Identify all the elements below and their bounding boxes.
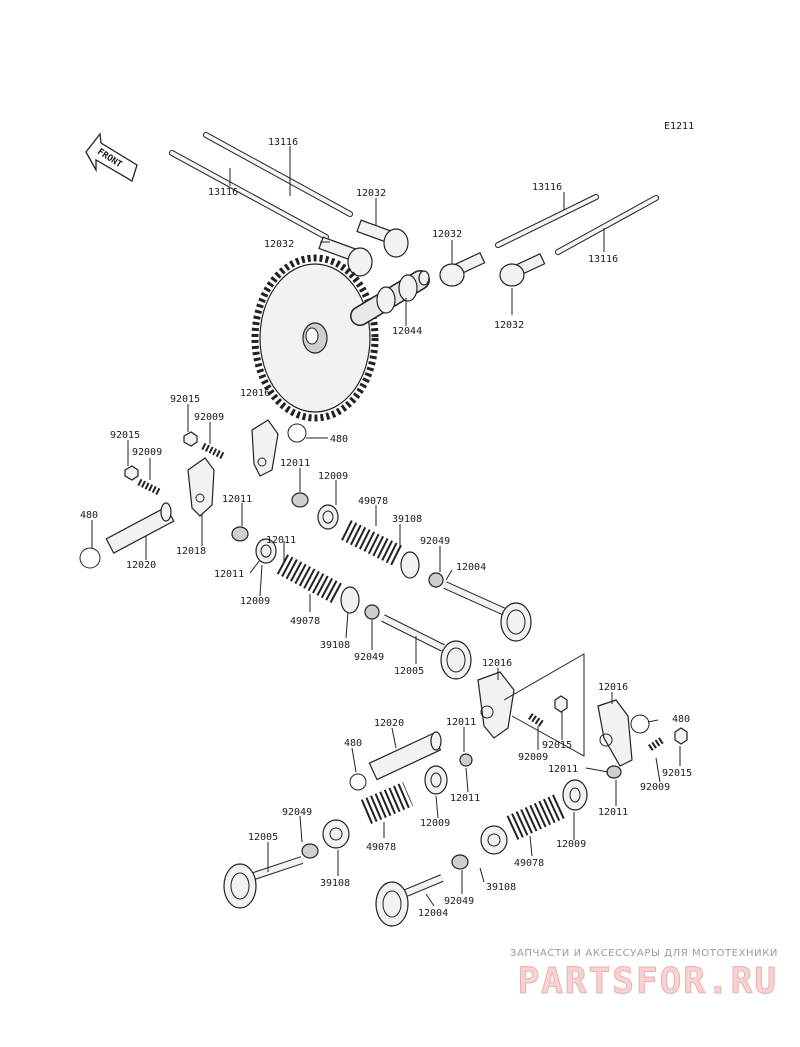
valve-train-lower — [223, 731, 588, 927]
callout-label: 92015 — [170, 394, 200, 405]
callout-label: 12011 — [214, 569, 244, 580]
callout-label: 12009 — [556, 839, 586, 850]
callout-label: 92015 — [542, 740, 572, 751]
callout-label: 92015 — [110, 430, 140, 441]
callout-label: 12011 — [280, 458, 310, 469]
callout-label: 12032 — [356, 188, 386, 199]
callout-label: 12018 — [176, 546, 206, 557]
callout-label: 12011 — [548, 764, 578, 775]
callout-label: 39108 — [392, 514, 422, 525]
callout-label: 49078 — [514, 858, 544, 869]
callout-label: 12009 — [318, 471, 348, 482]
callout-label: 49078 — [358, 496, 388, 507]
watermark-logo: PARTSFOR.RU — [517, 961, 778, 1003]
callout-label: 480 — [672, 714, 690, 725]
callout-label: 12032 — [432, 229, 462, 240]
callout-label: 92049 — [444, 896, 474, 907]
push-rods — [169, 132, 659, 255]
callout-label: 13116 — [588, 254, 618, 265]
callout-label: 12032 — [264, 239, 294, 250]
callout-label: 92009 — [518, 752, 548, 763]
callout-label: 12011 — [598, 807, 628, 818]
callout-label: 12016 — [240, 388, 270, 399]
callout-label: 13116 — [532, 182, 562, 193]
callout-label: 480 — [80, 510, 98, 521]
callout-label: 92049 — [354, 652, 384, 663]
callout-label: 12016 — [482, 658, 512, 669]
callout-label: 480 — [344, 738, 362, 749]
callout-label: 12009 — [240, 596, 270, 607]
front-arrow-icon: FRONT — [85, 132, 138, 182]
callout-labels: 13116 13116 12032 12032 12032 13116 1311… — [80, 137, 692, 919]
callout-label: 92009 — [194, 412, 224, 423]
callout-label: 92009 — [132, 447, 162, 458]
callout-label: 12020 — [374, 718, 404, 729]
watermark: ЗАПЧАСТИ И АКСЕССУАРЫ ДЛЯ МОТОТЕХНИКИ PA… — [509, 948, 778, 1003]
callout-label: 12016 — [598, 682, 628, 693]
callout-label: 12005 — [394, 666, 424, 677]
callout-label: 92049 — [282, 807, 312, 818]
rocker-assembly-lower — [477, 653, 688, 779]
callout-label: 12011 — [222, 494, 252, 505]
callout-label: 39108 — [320, 640, 350, 651]
callout-label: 39108 — [486, 882, 516, 893]
callout-label: 49078 — [366, 842, 396, 853]
callout-label: 12011 — [450, 793, 480, 804]
callout-label: 92049 — [420, 536, 450, 547]
callout-label: 12004 — [456, 562, 486, 573]
callout-label: 12009 — [420, 818, 450, 829]
callout-label: 12020 — [126, 560, 156, 571]
rocker-assembly-upper — [79, 419, 309, 569]
reference-code: E1211 — [664, 121, 694, 132]
callout-label: 13116 — [208, 187, 238, 198]
callout-label: 39108 — [320, 878, 350, 889]
callout-label: 12005 — [248, 832, 278, 843]
callout-label: 12011 — [266, 535, 296, 546]
callout-label: 480 — [330, 434, 348, 445]
callout-label: 12004 — [418, 908, 448, 919]
valve-train-upper — [255, 504, 532, 680]
leader-lines — [91, 146, 681, 907]
tappets — [318, 219, 546, 287]
callout-label: 92015 — [662, 768, 692, 779]
camshaft-gear — [251, 254, 430, 422]
watermark-tagline: ЗАПЧАСТИ И АКСЕССУАРЫ ДЛЯ МОТОТЕХНИКИ — [509, 948, 778, 959]
callout-label: 12044 — [392, 326, 422, 337]
callout-label: 49078 — [290, 616, 320, 627]
callout-label: 12011 — [446, 717, 476, 728]
callout-label: 92009 — [640, 782, 670, 793]
callout-label: 12032 — [494, 320, 524, 331]
callout-label: 13116 — [268, 137, 298, 148]
